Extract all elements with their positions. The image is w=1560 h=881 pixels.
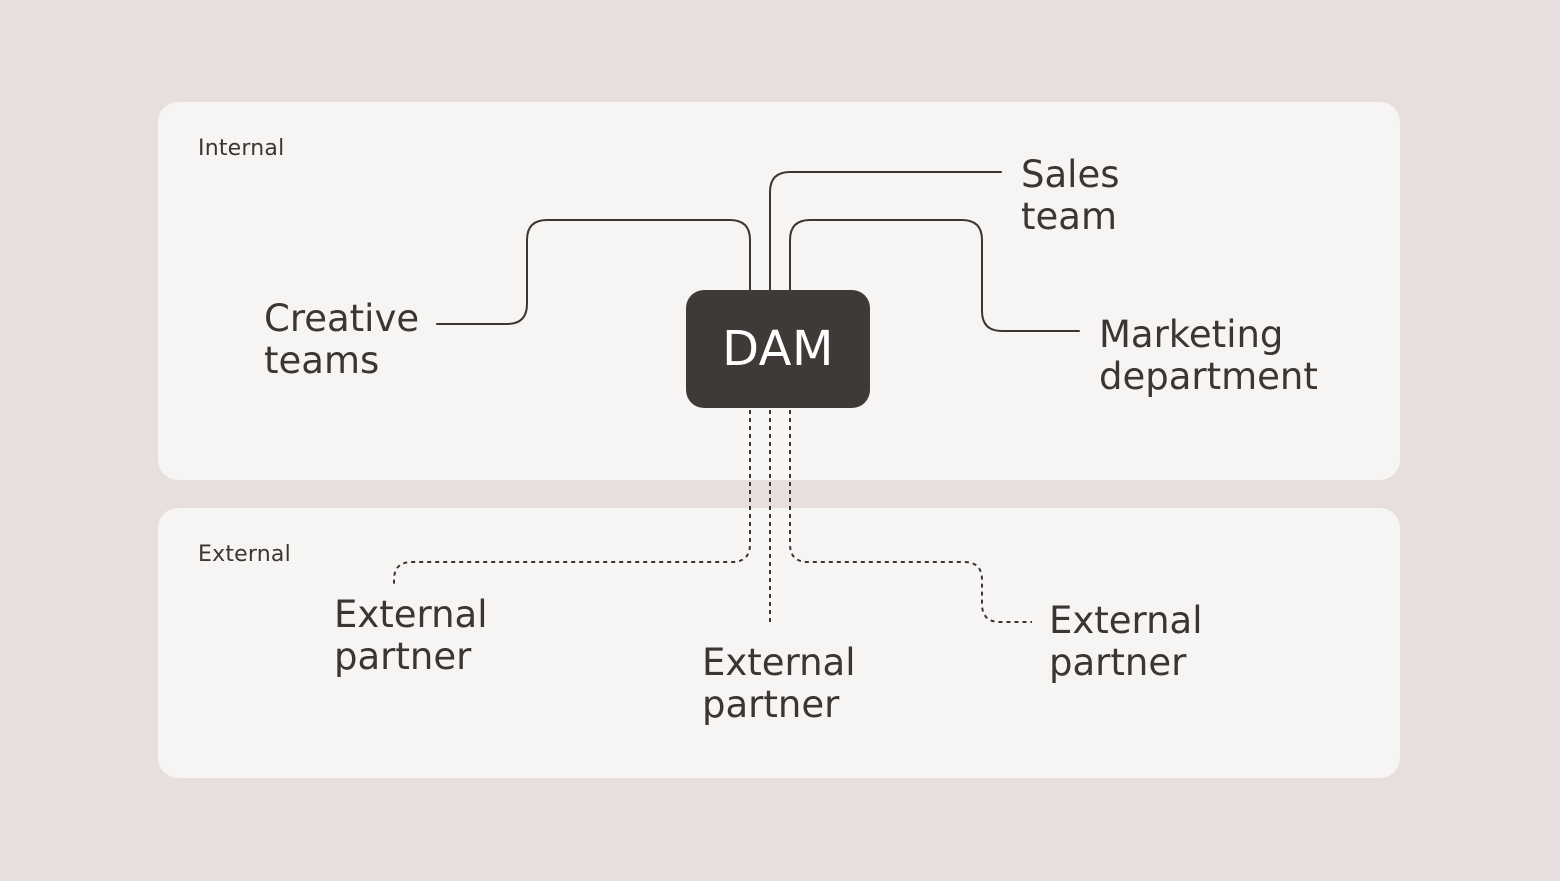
node-external-partner-right-line1: External <box>1049 599 1203 642</box>
connector-external-left <box>393 410 751 584</box>
node-external-partner-middle-line1: External <box>702 641 856 684</box>
internal-section-label: Internal <box>198 136 285 161</box>
node-external-partner-right: External partner <box>1049 600 1203 684</box>
node-creative-teams-line2: teams <box>264 339 380 382</box>
external-section-label: External <box>198 542 291 567</box>
node-external-partner-middle: External partner <box>702 642 856 726</box>
node-sales-team: Sales team <box>1021 154 1119 238</box>
node-marketing-department: Marketing department <box>1099 314 1318 398</box>
connector-external-right <box>789 410 1032 623</box>
external-panel: External <box>158 508 1400 778</box>
node-external-partner-left: External partner <box>334 594 488 678</box>
connector-creative <box>436 219 751 325</box>
node-creative-teams-line1: Creative <box>264 297 420 340</box>
node-sales-team-line2: team <box>1021 195 1117 238</box>
node-external-partner-left-line2: partner <box>334 635 472 678</box>
node-external-partner-right-line2: partner <box>1049 641 1187 684</box>
node-marketing-department-line2: department <box>1099 355 1318 398</box>
node-marketing-department-line1: Marketing <box>1099 313 1284 356</box>
connector-marketing <box>789 219 1080 332</box>
node-sales-team-line1: Sales <box>1021 153 1120 196</box>
node-creative-teams: Creative teams <box>264 298 419 382</box>
dam-hub: DAM <box>686 290 870 408</box>
dam-hub-label: DAM <box>722 321 834 377</box>
connector-sales <box>769 171 1002 291</box>
node-external-partner-middle-line2: partner <box>702 683 840 726</box>
node-external-partner-left-line1: External <box>334 593 488 636</box>
